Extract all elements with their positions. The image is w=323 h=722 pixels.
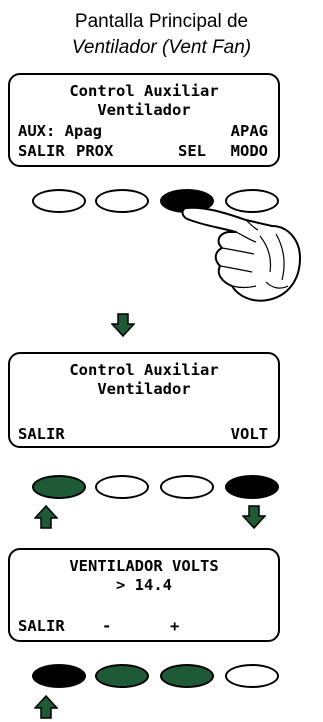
screen3-title: VENTILADOR VOLTS xyxy=(69,557,219,575)
softkey-button-2[interactable] xyxy=(95,189,149,213)
softkey-button-3[interactable] xyxy=(160,475,214,499)
softkey-button-4[interactable] xyxy=(225,664,279,688)
softkey-button-3-active[interactable] xyxy=(160,664,214,688)
arrow-down-icon xyxy=(111,313,135,337)
screen1-softkey-3: SEL xyxy=(178,142,206,160)
screen1-aux-status: AUX: Apag xyxy=(18,122,102,140)
screen3-softkey-1: SALIR xyxy=(18,617,65,635)
arrow-up-icon xyxy=(34,695,58,719)
pointing-hand-icon xyxy=(181,206,301,302)
screen3-softkey-2: - xyxy=(102,617,112,635)
softkey-button-4[interactable] xyxy=(225,189,279,213)
softkey-button-1-active[interactable] xyxy=(32,475,86,499)
screen3-softkey-3: + xyxy=(170,617,180,635)
lcd-screen-main: Control Auxiliar Ventilador AUX: Apag AP… xyxy=(8,73,280,167)
screen1-title-1: Control Auxiliar xyxy=(69,82,219,100)
arrow-up-icon xyxy=(34,505,58,529)
caption-line-2: Ventilador (Vent Fan) xyxy=(71,37,252,58)
screen1-softkey-2: PROX xyxy=(76,142,114,160)
softkey-button-1-pressed[interactable] xyxy=(32,664,86,688)
lcd-screen-control: Control Auxiliar Ventilador SALIR VOLT xyxy=(8,352,280,448)
softkey-button-2-active[interactable] xyxy=(95,664,149,688)
softkey-button-2[interactable] xyxy=(95,475,149,499)
screen3-voltage-value: > 14.4 xyxy=(116,576,172,594)
screen2-softkey-1: SALIR xyxy=(18,425,65,443)
screen1-softkey-1: SALIR xyxy=(18,142,65,160)
arrow-down-icon xyxy=(242,505,266,529)
caption-line-1: Pantalla Principal de xyxy=(74,11,249,32)
lcd-screen-volts: VENTILADOR VOLTS > 14.4 SALIR - + xyxy=(8,548,280,642)
softkey-button-1[interactable] xyxy=(32,189,86,213)
screen1-mode-value: APAG xyxy=(230,122,268,140)
screen2-title-2: Ventilador xyxy=(97,380,191,398)
screen1-title-2: Ventilador xyxy=(97,101,191,119)
screen1-softkey-4: MODO xyxy=(230,142,268,160)
screen2-title-1: Control Auxiliar xyxy=(69,361,219,379)
softkey-button-4-pressed[interactable] xyxy=(225,475,279,499)
screen2-softkey-4: VOLT xyxy=(230,425,268,443)
